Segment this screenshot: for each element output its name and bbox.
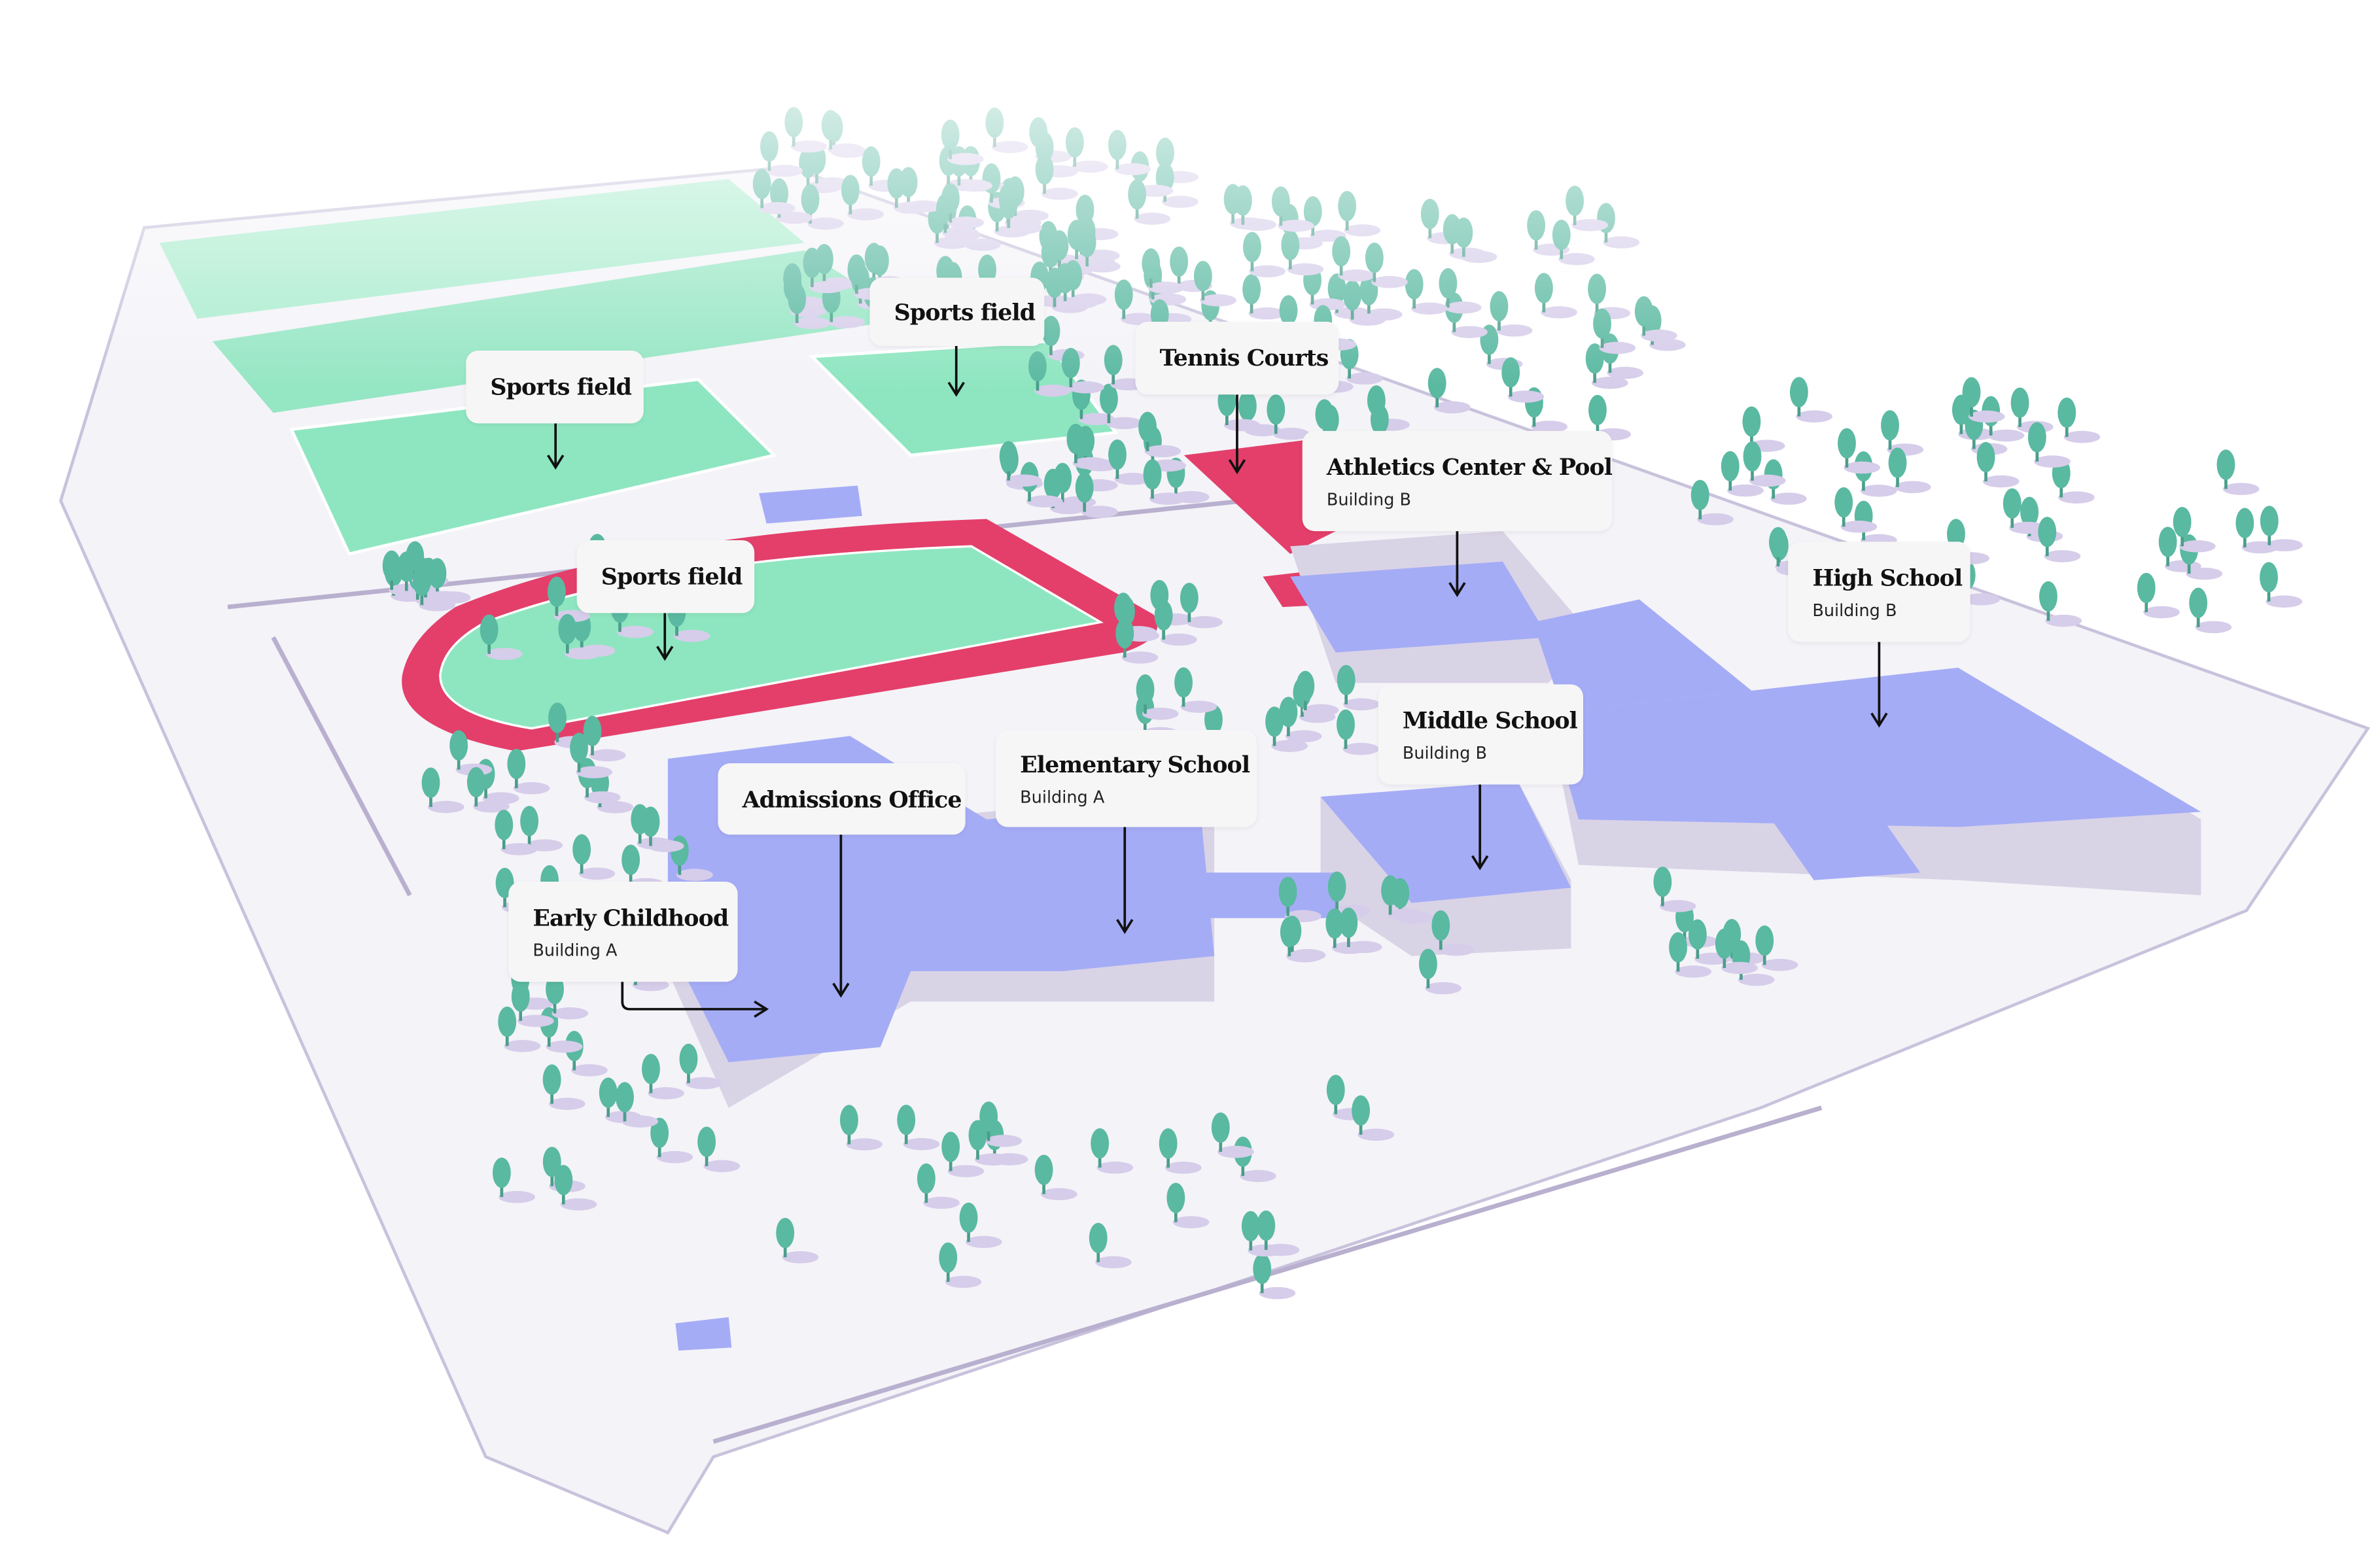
label-title: Middle School bbox=[1402, 706, 1578, 734]
label-title: Sports field bbox=[490, 373, 631, 401]
label-subtitle: Building B bbox=[1326, 489, 1412, 509]
label-title: Admissions Office bbox=[742, 785, 962, 813]
label-title: Sports field bbox=[894, 298, 1036, 326]
label-tennis-courts[interactable]: Tennis Courts bbox=[1135, 321, 1339, 395]
label-subtitle: Building B bbox=[1402, 742, 1488, 763]
label-title: Athletics Center & Pool bbox=[1326, 453, 1613, 481]
label-sports-field-track[interactable]: Sports field bbox=[576, 540, 755, 613]
label-title: Sports field bbox=[601, 562, 743, 591]
label-sports-field-baseball[interactable]: Sports field bbox=[466, 350, 644, 424]
label-title: High School bbox=[1812, 563, 1963, 591]
label-subtitle: Building B bbox=[1812, 600, 1897, 620]
label-title: Elementary School bbox=[1020, 750, 1250, 778]
label-sports-field-north[interactable]: Sports field bbox=[869, 277, 1045, 347]
label-admissions-office[interactable]: Admissions Office bbox=[718, 763, 966, 835]
label-subtitle: Building A bbox=[1020, 787, 1105, 807]
label-title: Early Childhood bbox=[533, 903, 729, 931]
label-subtitle: Building A bbox=[533, 940, 618, 960]
label-title: Tennis Courts bbox=[1159, 344, 1329, 372]
